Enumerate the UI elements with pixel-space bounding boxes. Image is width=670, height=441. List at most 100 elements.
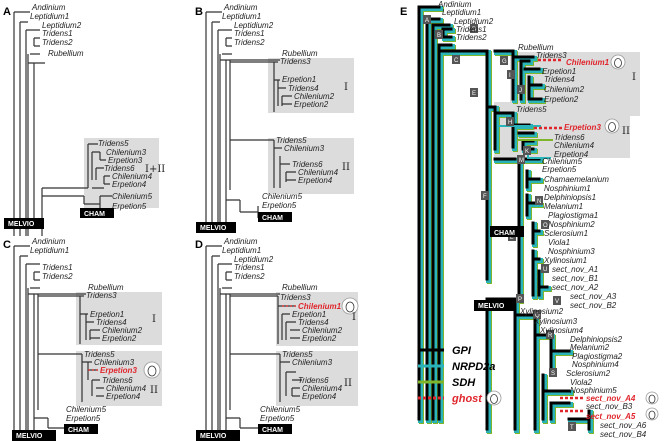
taxon: sect_nov_B2: [570, 301, 617, 310]
taxon: Andinium: [437, 0, 472, 9]
panel-a: A Andinium Leptidium1 Leptidium2 Tridens…: [3, 3, 165, 236]
node-letter: C: [454, 58, 459, 64]
taxon: Erpetion3: [108, 156, 143, 165]
taxon: Chilenium2: [302, 326, 343, 335]
taxon: Rubellium: [88, 283, 124, 292]
melvio-tag: [474, 300, 514, 311]
taxon: Tridens3: [86, 291, 117, 300]
taxon: Chilenium2: [102, 326, 143, 335]
taxon: Chilenium2: [544, 85, 585, 94]
clade-ii-label: II: [342, 162, 350, 173]
taxon: Chilenium5: [262, 192, 303, 201]
melvio-tag-label: MELVIO: [8, 221, 35, 228]
melvio-tag-label: MELVIO: [16, 433, 43, 440]
taxon: Erpetion4: [106, 392, 141, 401]
node-letter: N: [537, 199, 541, 205]
taxon: Tridens1: [456, 25, 487, 34]
ghost-taxon: Chilenium1: [566, 58, 610, 67]
node-letter: E: [472, 91, 476, 97]
melvio-tag-label: MELVIO: [478, 303, 505, 310]
taxon: Sclerosium1: [544, 229, 588, 238]
taxon: Chamaemelanium: [544, 175, 609, 184]
legend-label-nrpd2a: NRPD2a: [452, 361, 495, 373]
taxon: Erpetion5: [66, 414, 101, 423]
clade-ii-label: II: [344, 378, 352, 389]
taxa-a: Andinium Leptidium1 Leptidium2 Tridens1 …: [30, 3, 153, 211]
ghost-icon: [645, 407, 659, 421]
taxon: sect_nov_B3: [586, 402, 633, 411]
melvio-tag: [4, 218, 44, 229]
panel-b-label: B: [195, 6, 203, 18]
taxon: Chilenium4: [106, 384, 147, 393]
ghost-taxon: Chilenium1: [298, 302, 342, 311]
taxon: Plagiostigma1: [548, 211, 598, 220]
taxon: Delphiniopsis1: [544, 193, 596, 202]
node-letter: O: [543, 223, 548, 229]
cham-tag: [80, 208, 114, 218]
taxon: Chilenium5: [66, 405, 107, 414]
taxon: Erpetion2: [294, 100, 329, 109]
taxon: Nosphinium3: [548, 247, 595, 256]
cham-tag-label: CHAM: [84, 211, 105, 218]
ghost-icon: [610, 54, 626, 70]
taxon: Rubellium: [518, 43, 554, 52]
legend-label-gpi: GPI: [452, 345, 472, 357]
panel-c-label: C: [3, 239, 11, 251]
taxon: Chilenium4: [298, 168, 339, 177]
taxa-c: Andinium Leptidium1 Tridens1 Tridens2 Ru…: [30, 237, 147, 423]
taxon: Erpetion1: [542, 67, 576, 76]
taxon: Tridens2: [234, 272, 265, 281]
node-letter: A: [425, 18, 429, 24]
panel-e-label: E: [400, 6, 407, 18]
taxon: Tridens1: [42, 29, 73, 38]
melvio-tag: [12, 430, 56, 441]
cham-tag: [258, 424, 292, 434]
node-letter: S: [551, 371, 555, 377]
clade-i-label: I: [152, 314, 156, 325]
taxon: Tridens5: [516, 105, 547, 114]
taxon: sect_nov_A3: [570, 292, 617, 301]
taxon: Chilenium4: [112, 172, 153, 181]
taxon: Andinium: [31, 3, 66, 12]
panel-b: B Andinium Leptidium1 Leptidium2 Tridens…: [195, 3, 354, 233]
taxon: Tridens3: [536, 51, 567, 60]
taxon: Tridens6: [298, 376, 329, 385]
clade-ii-label: II: [622, 126, 630, 137]
node-letter: V: [555, 299, 559, 305]
taxon: Nosphinium4: [572, 360, 619, 369]
ghost-icon: [486, 390, 502, 406]
node-letter: M: [519, 158, 524, 164]
taxon: Chilenium5: [112, 192, 153, 201]
melvio-tag: [196, 222, 236, 233]
taxon: Xylinosium3: [533, 317, 578, 326]
taxon: Tridens2: [42, 38, 73, 47]
taxon: Tridens5: [282, 350, 313, 359]
cham-tag: [490, 226, 524, 237]
ghost-branches: [534, 58, 584, 413]
panel-e: E A B C D E F: [400, 0, 659, 439]
cham-tag: [258, 212, 292, 222]
cham-tag-label: CHAM: [262, 215, 283, 222]
taxon: sect_nov_A6: [600, 421, 647, 430]
taxon: Andinium: [223, 237, 258, 246]
taxon: Tridens3: [280, 293, 311, 302]
node-letter: R: [548, 333, 553, 339]
taxon: Leptidium2: [454, 17, 494, 26]
taxon: Erpetion2: [544, 95, 579, 104]
clade-label: I+II: [145, 164, 165, 175]
taxon: Erpetion2: [102, 334, 137, 343]
cham-tag: [64, 424, 98, 434]
taxon: Erpetion5: [542, 165, 577, 174]
node-letter: Q: [535, 313, 540, 319]
taxon: Leptidium1: [442, 8, 481, 17]
ghost-icon: [645, 391, 659, 405]
node-letter: K: [525, 149, 529, 155]
taxon: Andinium: [31, 237, 66, 246]
cham-tag-label: CHAM: [262, 427, 283, 434]
clade-box-ii: [276, 351, 358, 406]
taxon: Nosphinium2: [548, 220, 595, 229]
taxon: Erpetion5: [262, 201, 297, 210]
ghost-icon: [143, 361, 161, 379]
ghost-icon: [341, 297, 359, 315]
